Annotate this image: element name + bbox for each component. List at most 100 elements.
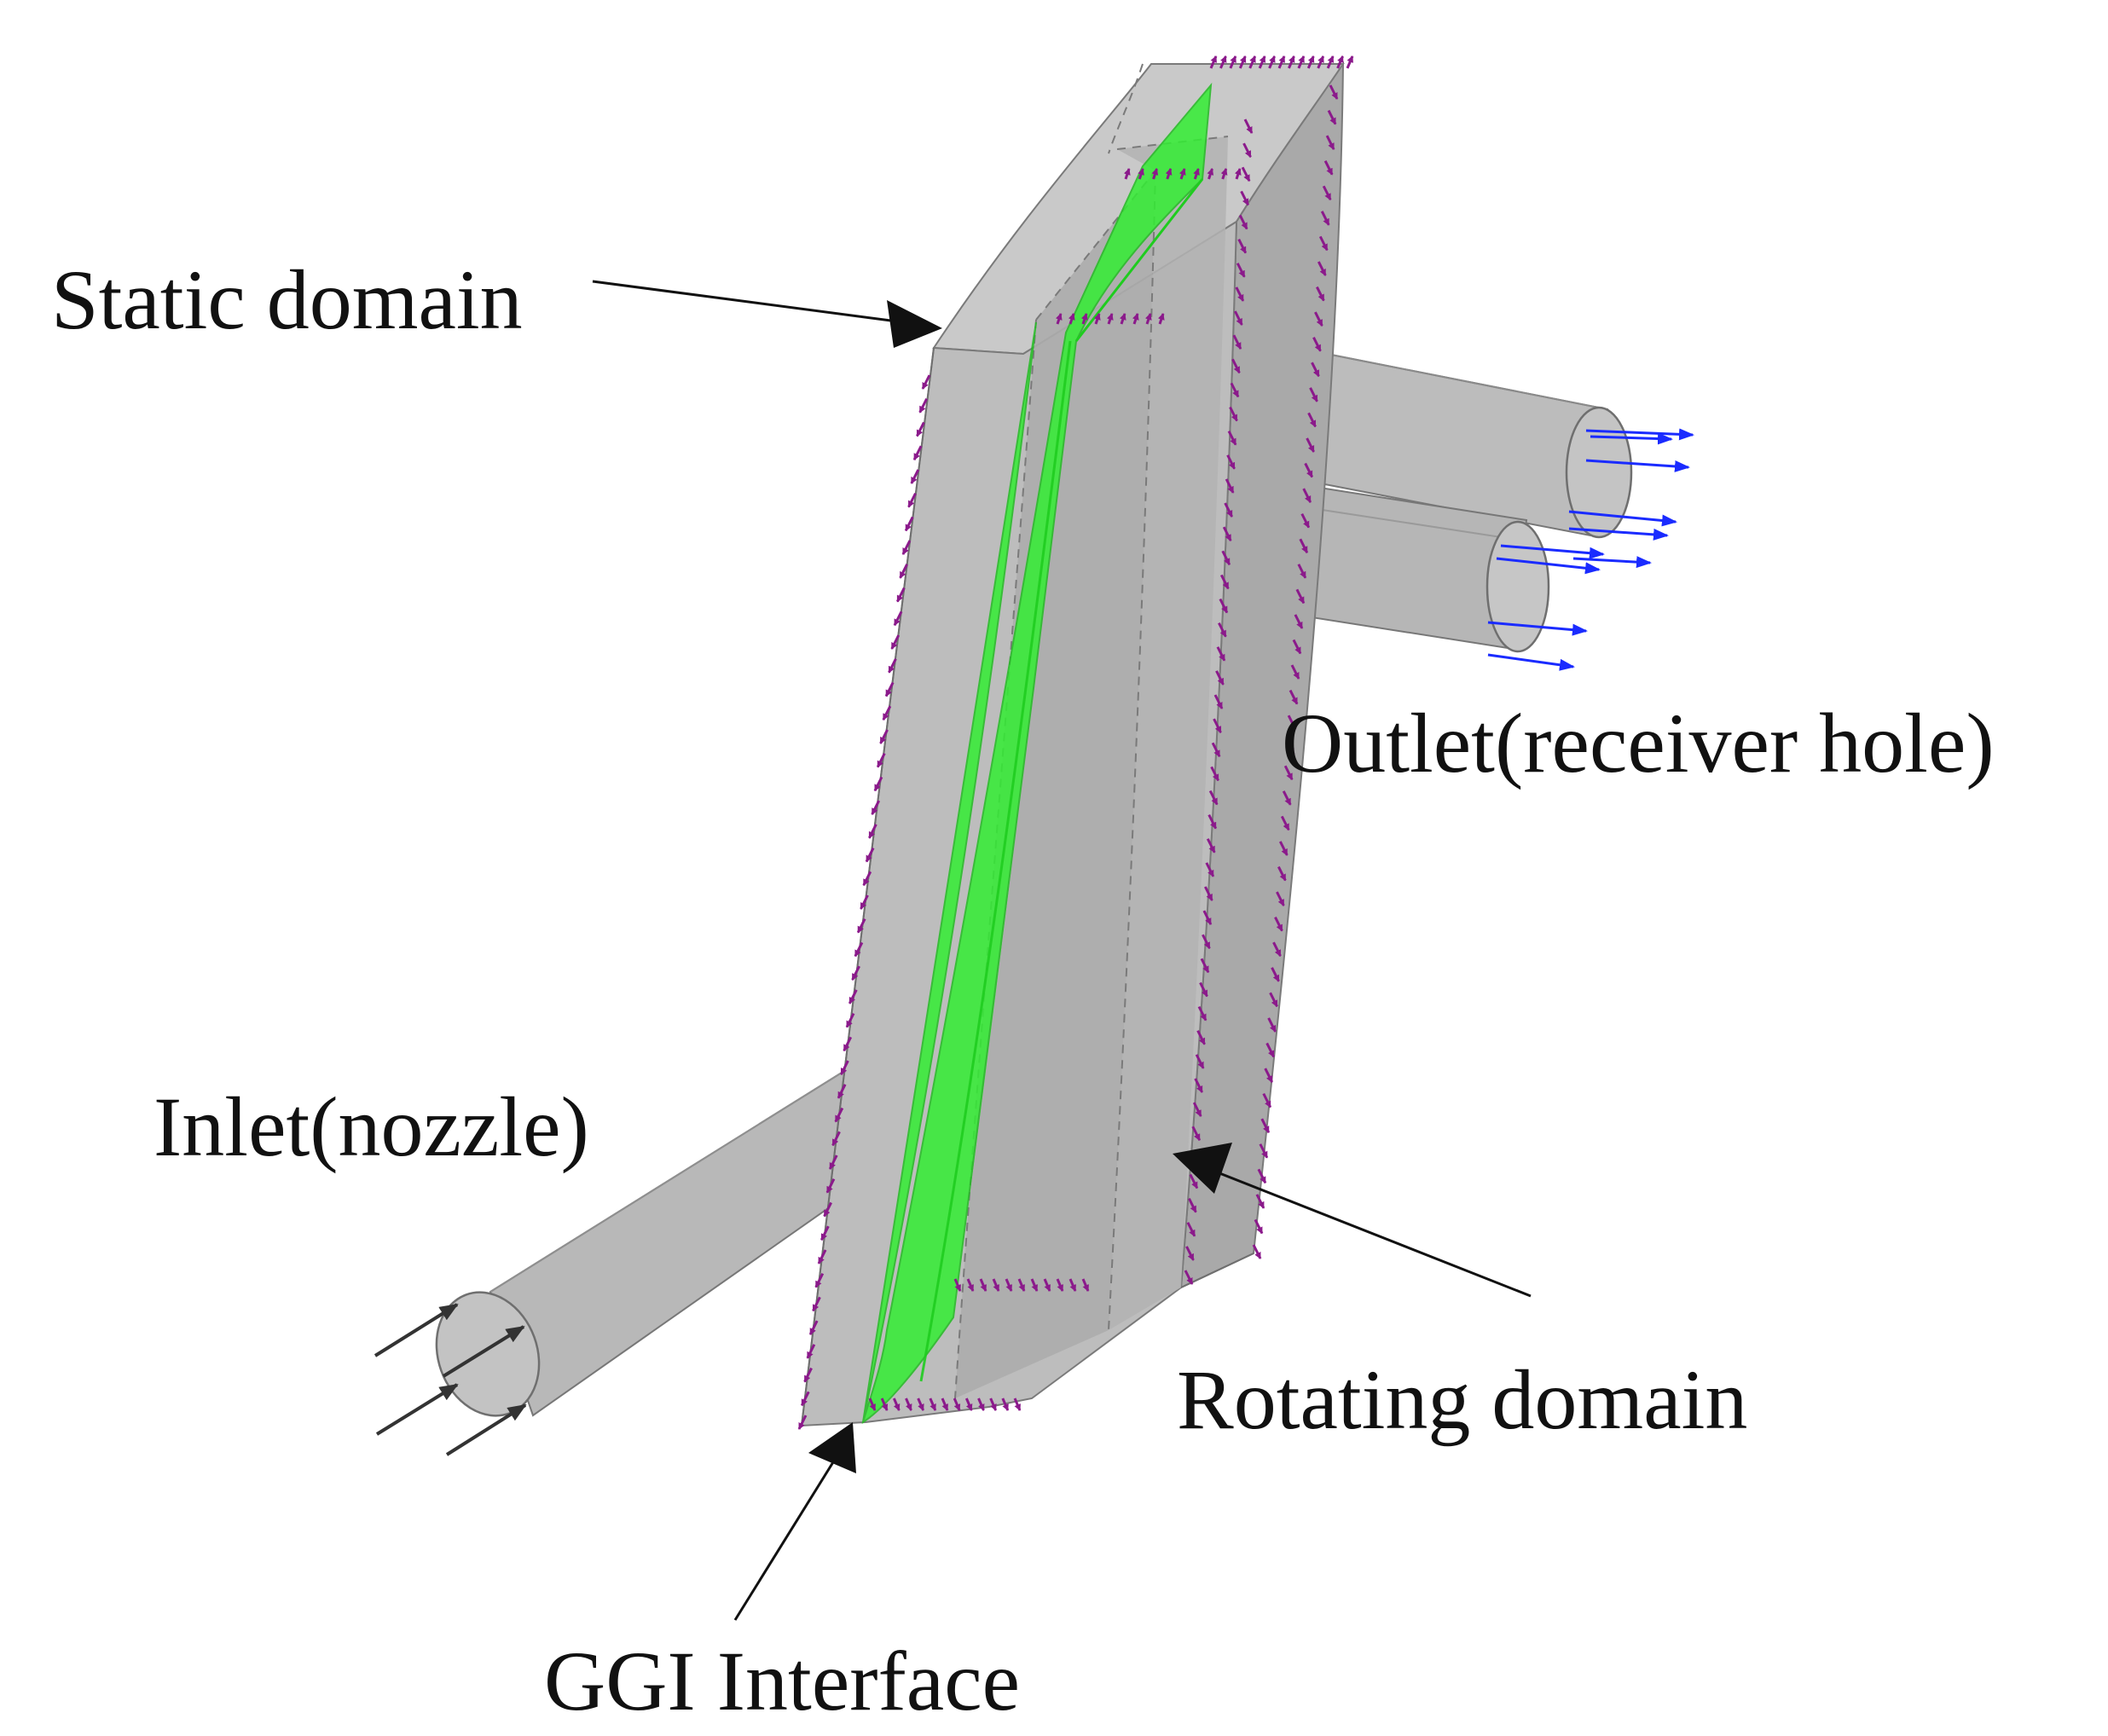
label-ggi-interface: GGI Interface [544,1634,1020,1728]
boundary-arrow [1318,235,1329,252]
boundary-arrow [860,894,869,910]
boundary-arrow [1230,382,1240,398]
boundary-arrow [1277,865,1287,882]
boundary-arrow [825,1178,836,1194]
boundary-arrow [1264,1068,1274,1083]
boundary-arrow [1222,526,1232,542]
boundary-arrow [1196,1030,1206,1045]
boundary-arrow [1297,55,1306,69]
boundary-arrow [964,1397,973,1411]
boundary-arrow [1199,981,1208,998]
boundary-arrow [1123,168,1131,180]
main-body [800,61,1345,1427]
boundary-arrow [1194,1078,1204,1093]
boundary-arrow [1290,664,1300,680]
boundary-arrow [1289,689,1299,705]
boundary-arrow [817,1249,827,1264]
label-rotating-domain: Rotating domain [1177,1352,1747,1447]
outlet-arrow [1487,653,1575,671]
ggi-interface-plane [861,82,1213,1425]
boundary-arrow [1210,766,1219,782]
boundary-arrow [820,1225,830,1241]
boundary-arrow [880,1397,889,1411]
boundary-arrow [918,398,929,414]
boundary-arrow [1218,622,1227,638]
boundary-arrow [1285,740,1295,755]
outlet-pipe-upper-end [1565,406,1633,539]
boundary-arrow [1202,934,1211,950]
boundary-arrow [1144,313,1152,325]
boundary-arrow [1262,1092,1272,1108]
boundary-arrow [890,634,901,650]
boundary-arrow [837,1084,847,1099]
boundary-arrow [953,1278,962,1292]
boundary-arrow [1277,55,1286,69]
boundary-arrow [1043,1278,1051,1292]
boundary-arrow [884,681,895,697]
boundary-arrow [1297,564,1307,579]
boundary-arrow [1294,614,1304,629]
boundary-arrow [1206,838,1216,854]
boundary-arrow [1209,55,1218,69]
boundary-arrow [876,752,886,768]
boundary-arrow [1219,55,1227,69]
boundary-arrow [1229,406,1238,422]
outlet-arrow [1572,556,1652,569]
boundary-arrow [893,610,903,627]
boundary-arrow [1248,55,1257,69]
boundary-arrow [1278,841,1289,856]
boundary-arrow [966,1278,975,1292]
boundary-arrow [1207,813,1218,830]
boundary-arrow [1317,55,1325,69]
boundary-arrow [1233,310,1243,326]
boundary-arrow [888,658,897,674]
boundary-arrow [904,516,914,532]
boundary-arrow [1269,992,1278,1008]
boundary-arrow [912,445,923,461]
boundary-arrow [1208,790,1219,806]
boundary-arrow [1179,168,1186,180]
boundary-arrow [1287,715,1297,731]
boundary-arrow [1329,84,1339,100]
boundary-arrow [1211,742,1221,758]
boundary-arrow [862,871,872,887]
outlet-arrow [1487,621,1588,636]
boundary-arrow [921,374,931,390]
boundary-arrow [1252,1244,1262,1259]
boundary-arrow [1259,1143,1269,1159]
boundary-arrow [1205,862,1215,877]
boundary-arrow [1302,488,1312,503]
boundary-arrow [1300,512,1311,529]
boundary-arrow [1224,502,1234,518]
boundary-arrow [1151,168,1159,180]
boundary-arrow [1268,55,1276,69]
boundary-arrow [1299,538,1309,554]
boundary-arrow [977,1397,985,1411]
boundary-arrow [1241,166,1251,182]
boundary-arrow [845,1012,855,1028]
outlet-arrow [1500,544,1605,559]
boundary-arrow [917,1397,925,1411]
boundary-arrow [1068,313,1075,325]
boundary-arrow [1119,313,1126,325]
boundary-arrow [1288,55,1295,69]
inlet-arrows [374,1303,527,1456]
boundary-arrow [1237,238,1248,254]
boundary-arrow [1236,263,1246,278]
boundary-arrow [1005,1278,1013,1292]
boundary-arrow [992,1278,1000,1292]
rotating-region-face [955,171,1155,1398]
boundary-arrow [1157,313,1165,325]
leader-ggi-interface [733,1422,856,1621]
boundary-arrow [848,989,858,1004]
boundary-arrow [1132,313,1139,325]
boundary-arrow [1220,168,1228,180]
boundary-arrow [1327,109,1337,125]
boundary-arrow [1017,1278,1026,1292]
boundary-arrow [1276,891,1285,906]
boundary-arrow [812,1296,821,1312]
outlet-arrow [1585,459,1690,472]
boundary-arrow [895,587,906,603]
boundary-arrow [840,1060,849,1075]
boundary-arrow [1219,574,1230,590]
